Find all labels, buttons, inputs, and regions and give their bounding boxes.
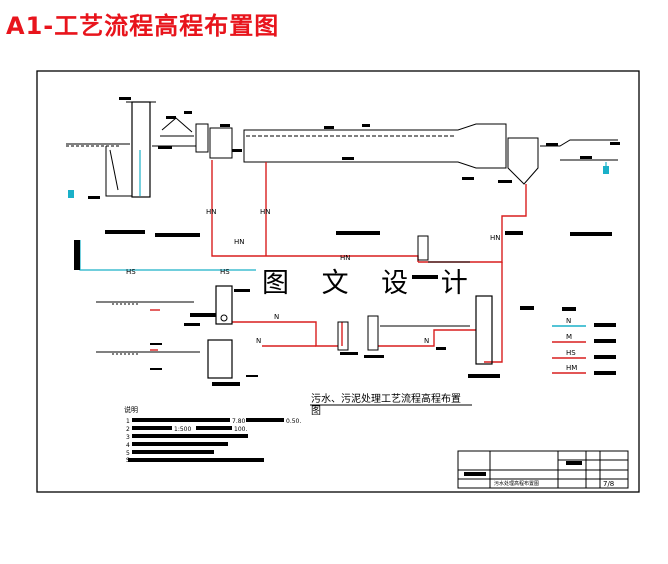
drawing-frame [36,70,640,493]
titleblock-drawing-name: 污水处理高程布置图 [494,480,539,487]
grit-chamber [209,127,233,159]
aeration-channel [243,123,507,169]
drawing-caption: 污水、污泥处理工艺流程高程布置 [311,392,461,405]
page-title: A1-工艺流程高程布置图 [6,12,280,40]
pump-well [131,101,151,198]
dewatering-unit [475,295,493,365]
sludge-tank-b [367,315,379,351]
pipe-code-labels: HS HS HN HN HN HN N N N HN [126,208,501,345]
notes: 说明 1 2 3 4 5 7.80 0.50. 1:500 100. S [124,405,301,464]
pipe-label-hn-1: HN [234,238,245,246]
watermark: 图 文 设 计 [262,268,480,299]
sludge-structures [96,235,493,379]
pipe-label-hn-2: HN [340,254,351,262]
note-number-1: 1 [126,418,130,425]
legend-code-hs: HS [566,349,576,357]
note-fragment-2: 0.50. [286,418,301,425]
sludge-thickener [215,285,233,325]
notes-heading: 说明 [124,405,138,414]
elevation-marks [88,97,620,199]
secondary-clarifier [507,137,539,185]
pipe-label-hn-3: HN [206,208,217,216]
digester [207,339,233,379]
process-pipelines [150,160,527,363]
pipe-label-n-1: N [274,313,279,321]
structure-labels [74,230,612,386]
pipe-label-n-3: N [256,337,261,345]
top-structures [66,101,618,271]
note-number-4: 4 [126,442,130,449]
legend-code-n: N [566,317,571,325]
pipe-label-n-2: N [424,337,429,345]
drawing-caption-suffix: 图 [311,405,321,417]
titleblock-sheet: 7/8 [603,480,614,488]
note-number-3: 3 [126,434,130,441]
legend-code-m: M [566,333,572,341]
note-fragment-4: 100. [234,426,247,433]
note-number-2: 2 [126,426,130,433]
note-fragment-3: 1:500 [174,426,191,433]
fine-screen [195,123,209,153]
title-block: 污水处理高程布置图 7/8 [457,450,629,489]
note-fragment-1: 7.80 [232,418,246,425]
legend: N M HS HM [552,307,616,375]
pump-station [417,235,429,261]
pipe-label-hn-4: HN [260,208,271,216]
pipe-label-hs-1: HS [126,268,136,276]
sludge-tank-a [337,321,349,351]
pipe-label-hn-5: HN [490,234,501,242]
note-number-5: 5 [126,450,130,457]
legend-code-hm: HM [566,364,577,372]
pipe-label-hs-2: HS [220,268,230,276]
